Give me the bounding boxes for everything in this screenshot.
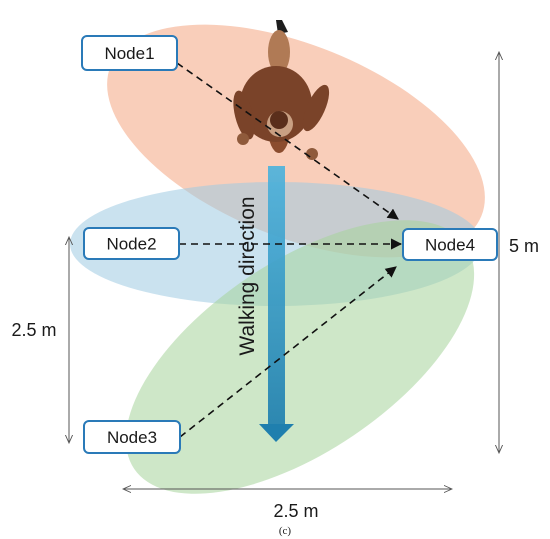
dimension-label-vertical-right: 5 m xyxy=(509,236,539,256)
person-icon xyxy=(233,20,330,160)
link-node3-node4 xyxy=(179,266,397,438)
node3-coverage-zone xyxy=(125,220,475,494)
node3-label: Node3 xyxy=(107,428,157,447)
figure-caption: (c) xyxy=(279,525,292,537)
node4-box: Node4 xyxy=(402,228,498,261)
node3-box: Node3 xyxy=(83,420,181,454)
walking-direction-arrow xyxy=(259,166,294,442)
node2-box: Node2 xyxy=(83,227,180,260)
walking-direction-label: Walking direction xyxy=(236,196,259,355)
node4-label: Node4 xyxy=(425,236,475,255)
node2-label: Node2 xyxy=(106,235,156,254)
node1-label: Node1 xyxy=(104,44,154,63)
dimension-label-vertical-left: 2.5 m xyxy=(11,320,56,340)
dimension-label-horizontal-bottom: 2.5 m xyxy=(273,501,318,521)
link-node1-node4 xyxy=(176,62,399,220)
node1-box: Node1 xyxy=(81,35,178,71)
